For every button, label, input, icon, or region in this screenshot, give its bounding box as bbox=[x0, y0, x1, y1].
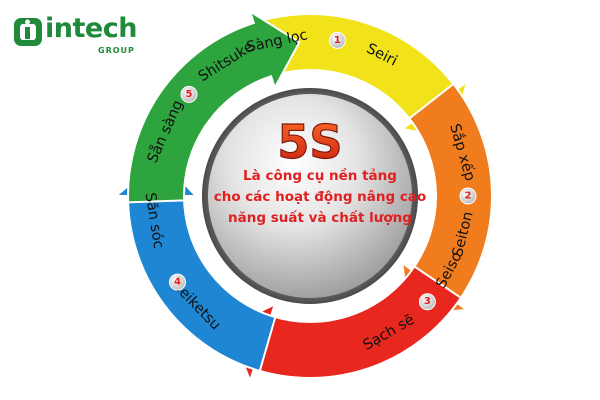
step-number-1: 1 bbox=[334, 35, 341, 46]
logo-mark-icon bbox=[14, 18, 42, 46]
step-number-4: 4 bbox=[174, 277, 181, 288]
intech-logo: intech GROUP bbox=[12, 13, 142, 60]
step-badge-1 bbox=[328, 31, 346, 49]
step-number-5: 5 bbox=[186, 89, 193, 100]
step-arrow-5 bbox=[127, 9, 301, 204]
step-number-2: 2 bbox=[465, 191, 472, 202]
core-circle bbox=[208, 94, 412, 298]
step-badge-4 bbox=[169, 273, 186, 291]
cycle-segments bbox=[113, 9, 493, 384]
step-arrow-4 bbox=[113, 157, 277, 373]
step-arrow-3 bbox=[227, 265, 463, 384]
logo-wordmark: intech bbox=[45, 13, 137, 44]
step-badge-2 bbox=[459, 187, 477, 205]
step-arrow-1 bbox=[246, 13, 469, 140]
subtitle-line: Là công cụ nền tảng bbox=[243, 168, 397, 184]
logo-group-label: GROUP bbox=[98, 46, 135, 55]
step-arrow-2 bbox=[400, 82, 493, 316]
center-subtitle: Là công cụ nền tảng cho các hoạt động nâ… bbox=[205, 166, 435, 229]
step-number-3: 3 bbox=[424, 296, 431, 307]
step-badge-5 bbox=[180, 85, 198, 103]
center-title: 5S bbox=[277, 115, 342, 169]
subtitle-line: cho các hoạt động nâng cao bbox=[213, 189, 427, 205]
step-badge-3 bbox=[418, 293, 436, 311]
subtitle-line: năng suất và chất lượng bbox=[228, 210, 412, 226]
